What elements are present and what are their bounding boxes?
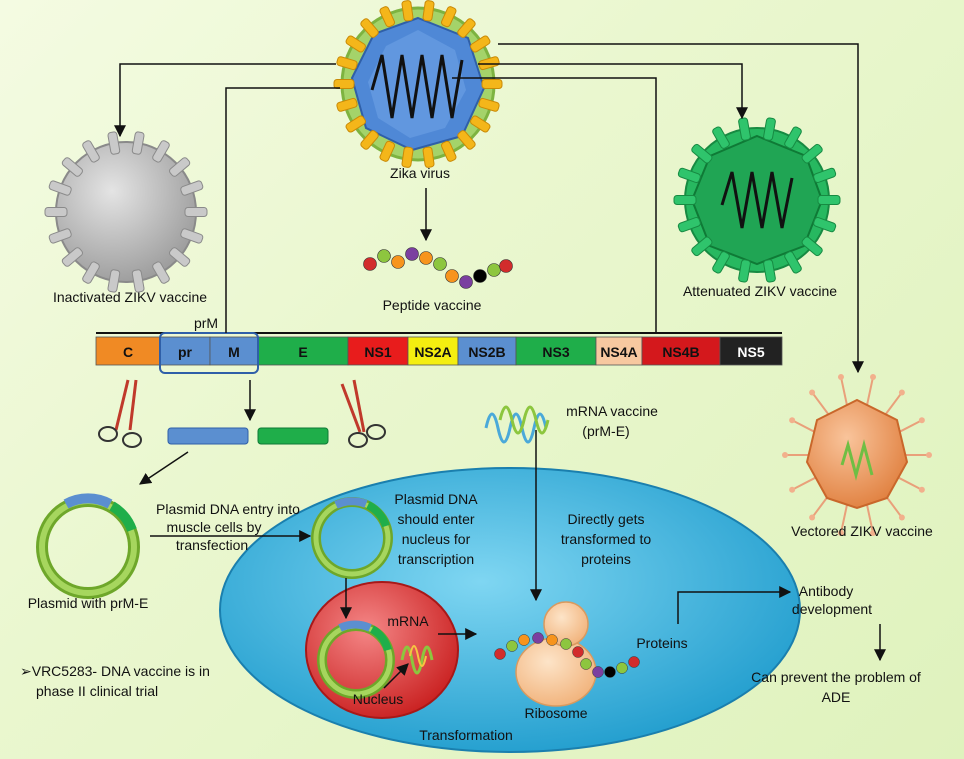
scissors-left-icon (98, 379, 142, 448)
genome-label-c: C (123, 344, 133, 360)
genome-segment-ns5 (719, 336, 783, 366)
genome-label-ns2b: NS2B (468, 344, 505, 360)
proteins-label: Proteins (636, 635, 687, 651)
genome-label-ns4a: NS4A (600, 344, 637, 360)
genome-label-ns3: NS3 (542, 344, 569, 360)
nucleus-enter-1: Plasmid DNA (394, 491, 478, 507)
nucleus-enter-3: nucleus for (402, 531, 471, 547)
attenuated-label: Attenuated ZIKV vaccine (683, 283, 837, 299)
nucleus-enter-4: transcription (398, 551, 474, 567)
plasmid-with-label: Plasmid with prM-E (28, 595, 149, 611)
genome-label-pr: pr (178, 344, 193, 360)
antibody-1: Antibody (799, 583, 853, 599)
direct-1: Directly gets (567, 511, 644, 527)
scissors-right-icon (340, 379, 386, 448)
genome-label-m: M (228, 344, 240, 360)
nucleus-enter-2: should enter (397, 511, 474, 527)
plasmid-left-icon (36, 493, 140, 599)
vrc-1: ➢VRC5283- DNA vaccine is in (20, 663, 210, 679)
vectored-label: Vectored ZIKV vaccine (791, 523, 933, 539)
plasmid-nucleus-icon (317, 620, 395, 699)
inactivated-spikes (44, 131, 208, 293)
transformation-label: Transformation (419, 727, 513, 743)
genome-segment-ns2a (407, 336, 459, 366)
genome-label-ns2a: NS2A (414, 344, 451, 360)
connectors (114, 43, 886, 689)
inactivated-vaccine-icon (55, 141, 197, 283)
antibody-2: development (792, 601, 872, 617)
zika-rna-strand (370, 54, 464, 119)
inactivated-label: Inactivated ZIKV vaccine (53, 289, 207, 305)
ade-2: ADE (822, 689, 851, 705)
prm-top-label: prM (194, 315, 218, 331)
plasmid-entry-2: muscle cells by (167, 519, 262, 535)
mrna-vaccine-label-2: (prM-E) (582, 423, 629, 439)
genome-label-ns4b: NS4B (662, 344, 699, 360)
plasmid-entry-1: Plasmid DNA entry into (156, 501, 300, 517)
peptide-beads (363, 247, 513, 289)
genome-segment-ns3 (515, 336, 597, 366)
mrna-vaccine-icon (484, 412, 548, 444)
attenuated-rna-strand (720, 171, 794, 229)
zika-spikes (333, 0, 503, 168)
peptide-label: Peptide vaccine (383, 297, 482, 313)
nucleus-mrna-icon (400, 645, 434, 675)
zika-virus-label: Zika virus (390, 165, 450, 181)
protein-beads (494, 632, 640, 678)
direct-2: transformed to (561, 531, 651, 547)
genome-label-ns1: NS1 (364, 344, 391, 360)
vectored-vaccine-icon (782, 374, 932, 536)
prm-fragment (167, 427, 249, 445)
vrc-2: phase II clinical trial (36, 683, 158, 699)
cell-ellipse (219, 467, 801, 753)
mrna-label: mRNA (387, 613, 429, 629)
nucleus-label: Nucleus (353, 691, 404, 707)
plasmid-entry-3: transfection (176, 537, 248, 553)
ade-1: Can prevent the problem of (751, 669, 921, 685)
genome-label-e: E (298, 344, 307, 360)
ribosome-label: Ribosome (524, 705, 587, 721)
genome-label-ns5: NS5 (737, 344, 764, 360)
plasmid-middle-icon (311, 497, 393, 579)
genome-segment-ns4b (641, 336, 721, 366)
direct-3: proteins (581, 551, 631, 567)
mrna-vaccine-label-1: mRNA vaccine (566, 403, 658, 419)
attenuated-spikes (673, 117, 841, 283)
genome-segment-ns2b (457, 336, 517, 366)
e-fragment (257, 427, 329, 445)
